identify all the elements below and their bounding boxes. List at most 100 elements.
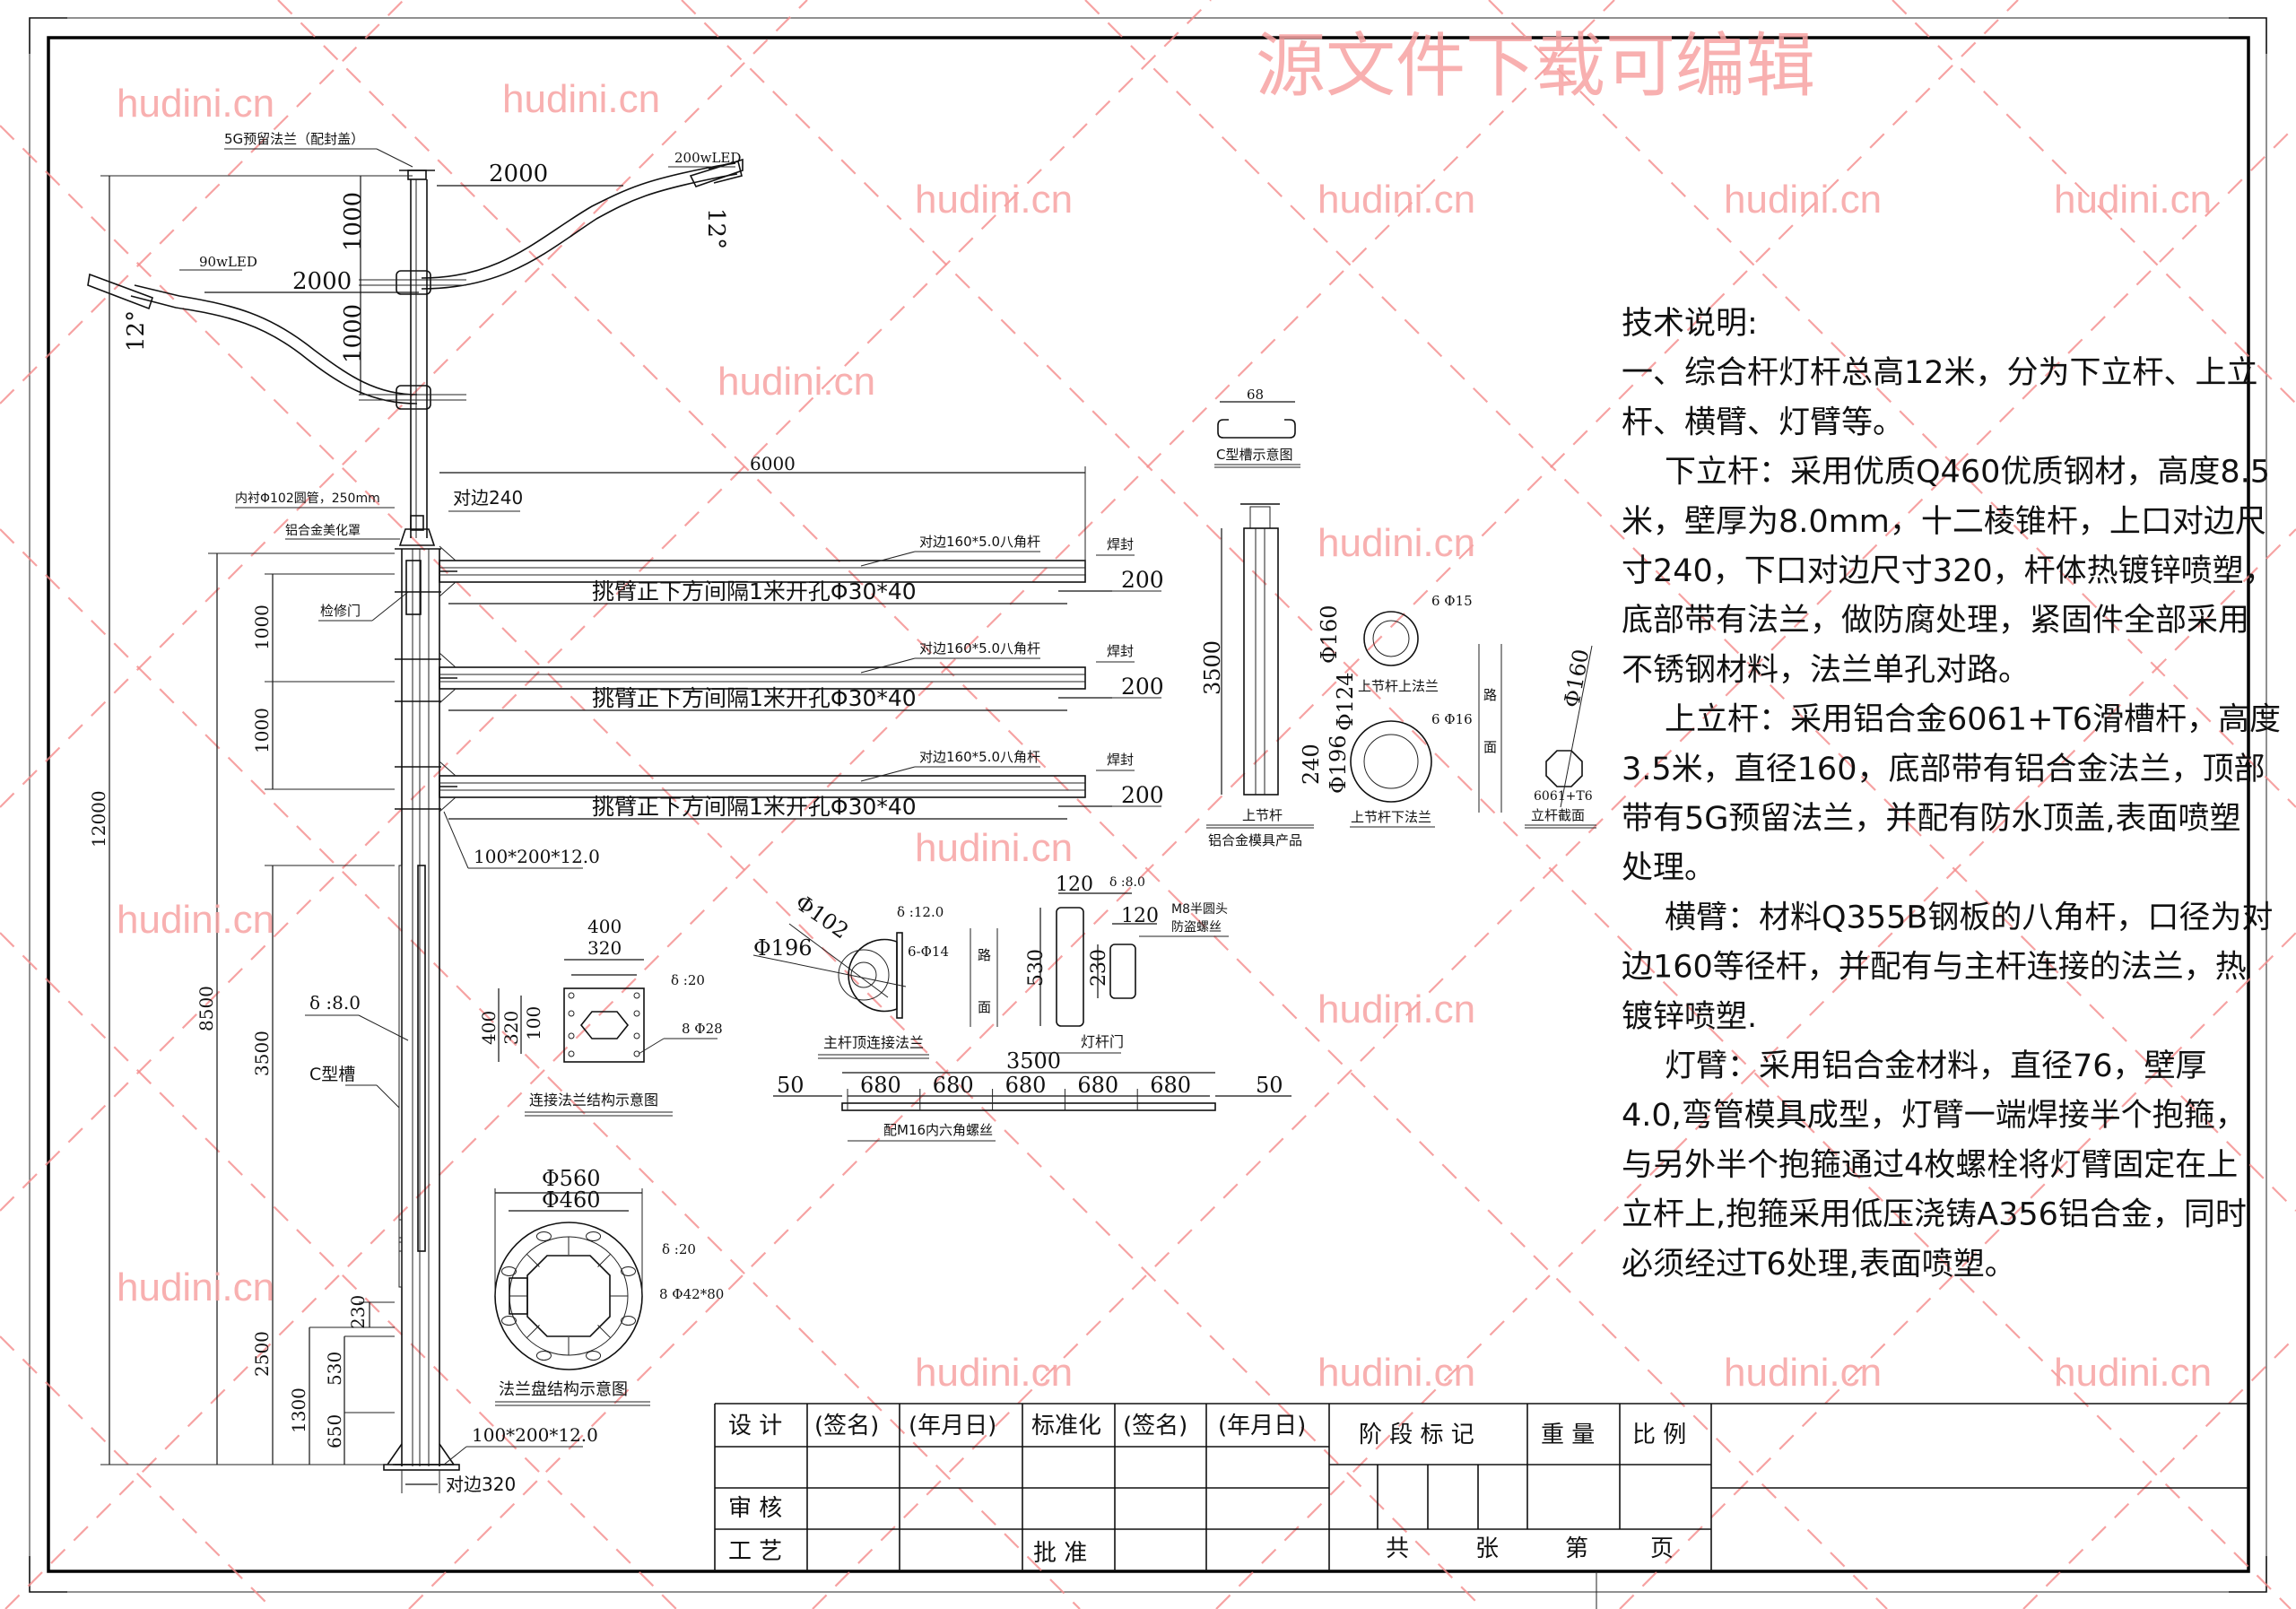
- watermark-site: hudini.cn: [1724, 178, 1882, 222]
- angle-left: 12°: [123, 310, 150, 352]
- upper-face: 面: [1483, 739, 1497, 755]
- crossarm-weld: 焊封: [1107, 643, 1134, 659]
- tb-process: 工 艺: [728, 1538, 782, 1565]
- base-flange: Φ560 Φ460 δ :20 8 Φ42*80 法兰盘结构示意图: [494, 1166, 724, 1406]
- note-line: 处理。: [1622, 850, 1716, 886]
- watermark-site: hudini.cn: [1318, 521, 1475, 565]
- crossarm-holes: 挑臂正下方间隔1米开孔Φ30*40: [592, 794, 917, 820]
- lamp-arms: [87, 158, 744, 410]
- note-line: 下立杆：采用优质Q460优质钢材，高度8.5: [1665, 455, 2270, 491]
- dim-3500: 3500: [251, 1031, 273, 1076]
- crossarm-spec: 对边160*5.0八角杆: [919, 749, 1040, 765]
- door-w2: 120: [1121, 905, 1159, 927]
- door-screw-1: M8半圆头: [1171, 902, 1228, 917]
- door-screw-2: 防盗螺丝: [1171, 920, 1222, 935]
- title-block: 设 计 (签名) (年月日) 标准化 (签名) (年月日) 审 核 工 艺 批 …: [714, 1403, 2248, 1571]
- top-flange-face: 面: [978, 999, 991, 1015]
- connection-flange: 400 320 400 320 100 δ :20 8 Φ28 连接法兰结构示意…: [478, 916, 723, 1117]
- rail-bolt: 配M16内六角螺丝: [883, 1122, 993, 1138]
- note-line: 不锈钢材料，法兰单孔对路。: [1622, 652, 2030, 688]
- tb-date1: (年月日): [909, 1413, 996, 1439]
- c-channel-label: C型槽: [309, 1065, 355, 1084]
- dim-1000-a: 1000: [251, 604, 273, 650]
- door-caption: 灯杆门: [1081, 1033, 1124, 1050]
- top-flange-holes: 6-Φ14: [908, 944, 949, 960]
- upper-pole-height: 3500: [1200, 640, 1225, 695]
- lamp-labels: 5G预留法兰（配封盖） 200wLED 90wLED 2000 2000 100…: [123, 131, 741, 363]
- upper-road: 路: [1483, 687, 1497, 703]
- base-thickness: δ :20: [662, 1241, 696, 1257]
- conn-w-inner: 320: [587, 937, 622, 959]
- crossarm-end: 200: [1121, 567, 1164, 593]
- rail-spacing: 680: [860, 1073, 901, 1098]
- total-height: 12000: [88, 790, 109, 848]
- watermark-site: hudini.cn: [1318, 178, 1475, 222]
- upper-pole-caption: 上节杆: [1242, 807, 1283, 823]
- section-material: 6061+T6: [1534, 789, 1593, 804]
- rise-bottom: 1000: [340, 304, 367, 363]
- rail-spacing: 680: [1005, 1073, 1047, 1098]
- conn-caption: 连接法兰结构示意图: [529, 1092, 658, 1109]
- arm-length-right: 2000: [489, 161, 548, 187]
- tb-date2: (年月日): [1218, 1413, 1306, 1439]
- note-line: 底部带有法兰，做防腐处理，紧固件全部采用: [1622, 603, 2249, 639]
- watermark-site: hudini.cn: [1318, 987, 1475, 1031]
- upper-flanges: 6 Φ15 Φ160 Φ124 上节杆上法兰 6 Φ16 240 Φ196 上节…: [1299, 593, 1502, 828]
- tb-sign1: (签名): [814, 1413, 879, 1439]
- watermark-site: hudini.cn: [915, 826, 1073, 870]
- pole-labels: 12000 8500 3500 2500 1000 1000 1300 530 …: [88, 487, 600, 1495]
- rail-total: 3500: [1006, 1048, 1061, 1074]
- tb-review: 审 核: [728, 1495, 782, 1522]
- arm-length-left: 2000: [292, 268, 352, 295]
- c-caption: C型槽示意图: [1216, 447, 1292, 463]
- top-flange-d124: Φ124: [1333, 673, 1358, 731]
- base-d-outer: Φ560: [542, 1166, 600, 1191]
- main-pole: [383, 179, 460, 1493]
- crossarm-length: 6000: [750, 453, 796, 474]
- section-caption: 立杆截面: [1531, 807, 1585, 823]
- bot-flange-d196: Φ196: [1326, 735, 1351, 794]
- crossarm-weld: 焊封: [1107, 752, 1134, 768]
- base-d-inner: Φ460: [542, 1187, 600, 1213]
- note-line: 上立杆：采用铝合金6061+T6滑槽杆，高度: [1665, 702, 2281, 738]
- watermark-site: hudini.cn: [117, 82, 274, 126]
- rail-spacing: 680: [1077, 1073, 1118, 1098]
- base-holes-label: 8 Φ42*80: [659, 1286, 724, 1302]
- note-line: 3.5米，直径160，底部带有铝合金法兰，顶部: [1622, 752, 2265, 787]
- tb-total: 共: [1386, 1535, 1409, 1562]
- watermark-site: hudini.cn: [1318, 1351, 1475, 1395]
- c-width: 68: [1247, 387, 1264, 403]
- tb-scale: 比 例: [1632, 1422, 1686, 1448]
- top-flange-road: 路: [978, 947, 991, 963]
- watermark-site: hudini.cn: [718, 360, 875, 404]
- note-line: 必须经过T6处理,表面喷塑。: [1622, 1247, 2016, 1283]
- cover-label: 铝合金美化罩: [285, 524, 361, 538]
- crossarm-length-dim: 6000: [439, 453, 1086, 574]
- led-200-label: 200wLED: [674, 150, 741, 166]
- note-line: 一、综合杆灯杆总高12米，分为下立杆、上立: [1622, 355, 2258, 391]
- dim-530: 530: [324, 1352, 345, 1386]
- note-line: 横臂：材料Q355B钢板的八角杆，口径为对: [1665, 900, 2273, 935]
- bottom-flat-label: 对边320: [446, 1474, 516, 1495]
- conn-w-outer: 400: [587, 916, 622, 937]
- crossarm-end: 200: [1121, 782, 1164, 808]
- section-dia: Φ160: [1559, 648, 1594, 709]
- conn-h-100: 100: [523, 1006, 544, 1040]
- conn-h-outer: 400: [478, 1011, 500, 1045]
- top-flange-thickness: δ :12.0: [897, 904, 944, 920]
- rib-top-label: 100*200*12.0: [474, 846, 600, 867]
- watermark-site: hudini.cn: [2054, 178, 2212, 222]
- crossarm-end: 200: [1121, 674, 1164, 700]
- top-flange-holes-6: 6 Φ15: [1431, 593, 1473, 609]
- note-line: 技术说明:: [1622, 306, 1758, 342]
- note-line: 带有5G预留法兰，并配有防水顶盖,表面喷塑: [1622, 801, 2241, 837]
- bot-flange-caption: 上节杆下法兰: [1351, 809, 1431, 825]
- crossarm-holes: 挑臂正下方间隔1米开孔Φ30*40: [592, 685, 917, 711]
- note-line: 4.0,弯管模具成型，灯臂一端焊接半个抱箍，: [1622, 1098, 2247, 1134]
- watermark-site: hudini.cn: [502, 77, 660, 121]
- drawing-frame: [29, 17, 2267, 1609]
- led-90-label: 90wLED: [199, 254, 257, 270]
- top-flange-d196: Φ196: [753, 935, 812, 961]
